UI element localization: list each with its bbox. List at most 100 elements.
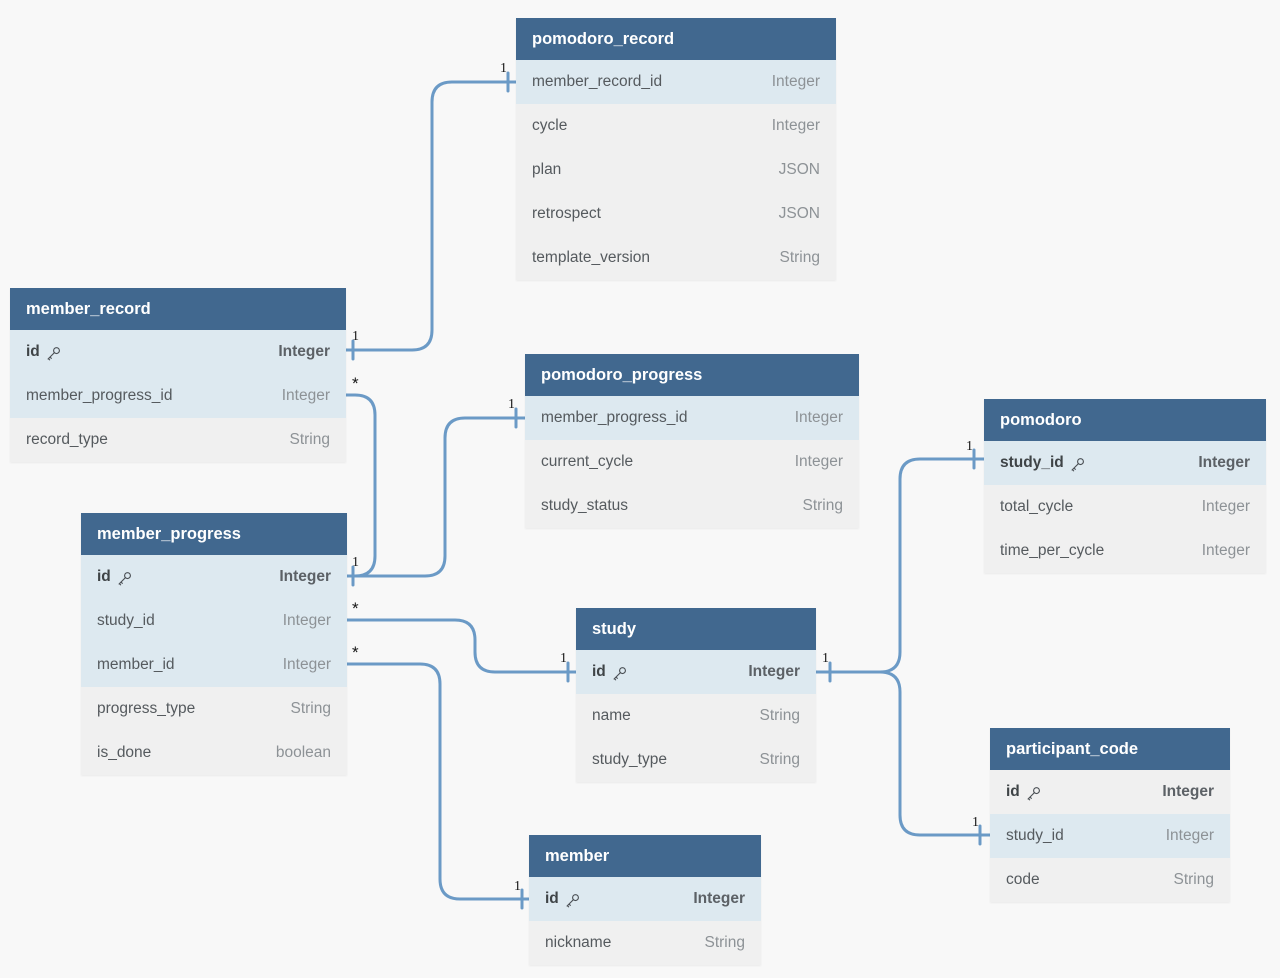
- entity-title-pomodoro_progress: pomodoro_progress: [525, 354, 859, 396]
- attribute-row[interactable]: id Integer: [576, 650, 816, 694]
- attribute-name: is_done: [97, 744, 151, 762]
- attribute-name: member_id: [97, 656, 175, 674]
- attribute-name: study_id: [97, 612, 155, 630]
- attribute-name: member_progress_id: [541, 409, 687, 427]
- attribute-name-text: cycle: [532, 117, 568, 134]
- attribute-type: String: [802, 497, 844, 514]
- attribute-name-text: record_type: [26, 431, 108, 448]
- cardinality-label: *: [352, 599, 359, 618]
- entity-pomodoro_progress[interactable]: pomodoro_progress member_progress_id Integ…: [525, 354, 859, 528]
- cardinality-label: 1: [972, 815, 979, 830]
- attribute-row[interactable]: member_progress_id Integer: [525, 396, 859, 440]
- attribute-name: member_progress_id: [26, 387, 172, 405]
- attribute-name: id: [592, 663, 627, 681]
- cardinality-label: 1: [560, 651, 567, 666]
- key-icon: [565, 893, 580, 908]
- attribute-type: JSON: [778, 205, 820, 222]
- attribute-name: name: [592, 707, 631, 725]
- key-icon: [1026, 786, 1041, 801]
- cardinality-label: 1: [508, 397, 515, 412]
- attribute-row[interactable]: nickname String: [529, 921, 761, 965]
- attribute-name: time_per_cycle: [1000, 542, 1104, 560]
- attribute-name: id: [545, 890, 580, 908]
- attribute-type: Integer: [279, 568, 331, 585]
- attribute-row[interactable]: retrospect JSON: [516, 192, 836, 236]
- attribute-row[interactable]: is_done boolean: [81, 731, 347, 775]
- attribute-type: boolean: [275, 744, 331, 761]
- attribute-row[interactable]: template_version String: [516, 236, 836, 280]
- attribute-name: record_type: [26, 431, 108, 449]
- attribute-name-text: member_record_id: [532, 73, 663, 90]
- attribute-name: total_cycle: [1000, 498, 1073, 516]
- key-icon: [1070, 457, 1085, 472]
- attribute-type: Integer: [1201, 542, 1250, 559]
- entity-title-member_record: member_record: [10, 288, 346, 330]
- attribute-name: progress_type: [97, 700, 195, 718]
- attribute-name-text: name: [592, 707, 631, 724]
- attribute-name: study_id: [1000, 454, 1085, 472]
- key-icon: [117, 571, 132, 586]
- key-icon: [612, 666, 627, 681]
- attribute-type: Integer: [278, 343, 330, 360]
- entity-title-pomodoro: pomodoro: [984, 399, 1266, 441]
- attribute-name-text: template_version: [532, 249, 651, 266]
- attribute-type: Integer: [1165, 827, 1214, 844]
- attribute-name: code: [1006, 871, 1040, 889]
- attribute-name: id: [97, 568, 132, 586]
- attribute-row[interactable]: id Integer: [529, 877, 761, 921]
- attribute-type: Integer: [748, 663, 800, 680]
- attribute-name: cycle: [532, 117, 567, 135]
- attribute-type: JSON: [778, 161, 820, 178]
- attribute-type: Integer: [282, 612, 331, 629]
- attribute-type: String: [779, 249, 821, 266]
- attribute-row[interactable]: member_progress_id Integer: [10, 374, 346, 418]
- attribute-row[interactable]: id Integer: [81, 555, 347, 599]
- attribute-name-text: study_id: [1006, 827, 1064, 844]
- attribute-name: template_version: [532, 249, 650, 267]
- attribute-type: Integer: [693, 890, 745, 907]
- attribute-name-text: study_status: [541, 497, 629, 514]
- attribute-row[interactable]: plan JSON: [516, 148, 836, 192]
- attribute-name-text: member_progress_id: [541, 409, 688, 426]
- attribute-name: nickname: [545, 934, 611, 952]
- attribute-row[interactable]: study_id Integer: [81, 599, 347, 643]
- relationship-member_record-to-member_progress: [336, 389, 377, 578]
- attribute-type: String: [704, 934, 746, 951]
- attribute-row[interactable]: study_status String: [525, 484, 859, 528]
- relationship-member_record-to-pomodoro_record: [344, 80, 518, 352]
- cardinality-label: 1: [966, 439, 973, 454]
- attribute-name-text: id: [97, 568, 111, 585]
- attribute-type: Integer: [794, 409, 843, 426]
- attribute-type: Integer: [281, 387, 330, 404]
- attribute-name-text: plan: [532, 161, 562, 178]
- relationship-member_progress-to-pomodoro_progress: [345, 416, 527, 578]
- attribute-name-text: id: [592, 663, 606, 680]
- relationship-member_progress-to-study: [337, 614, 578, 674]
- attribute-type: String: [759, 707, 801, 724]
- attribute-row[interactable]: name String: [576, 694, 816, 738]
- attribute-name: retrospect: [532, 205, 601, 223]
- attribute-row[interactable]: study_id Integer: [990, 814, 1230, 858]
- attribute-row[interactable]: time_per_cycle Integer: [984, 529, 1266, 573]
- cardinality-label: 1: [514, 879, 521, 894]
- entity-title-study: study: [576, 608, 816, 650]
